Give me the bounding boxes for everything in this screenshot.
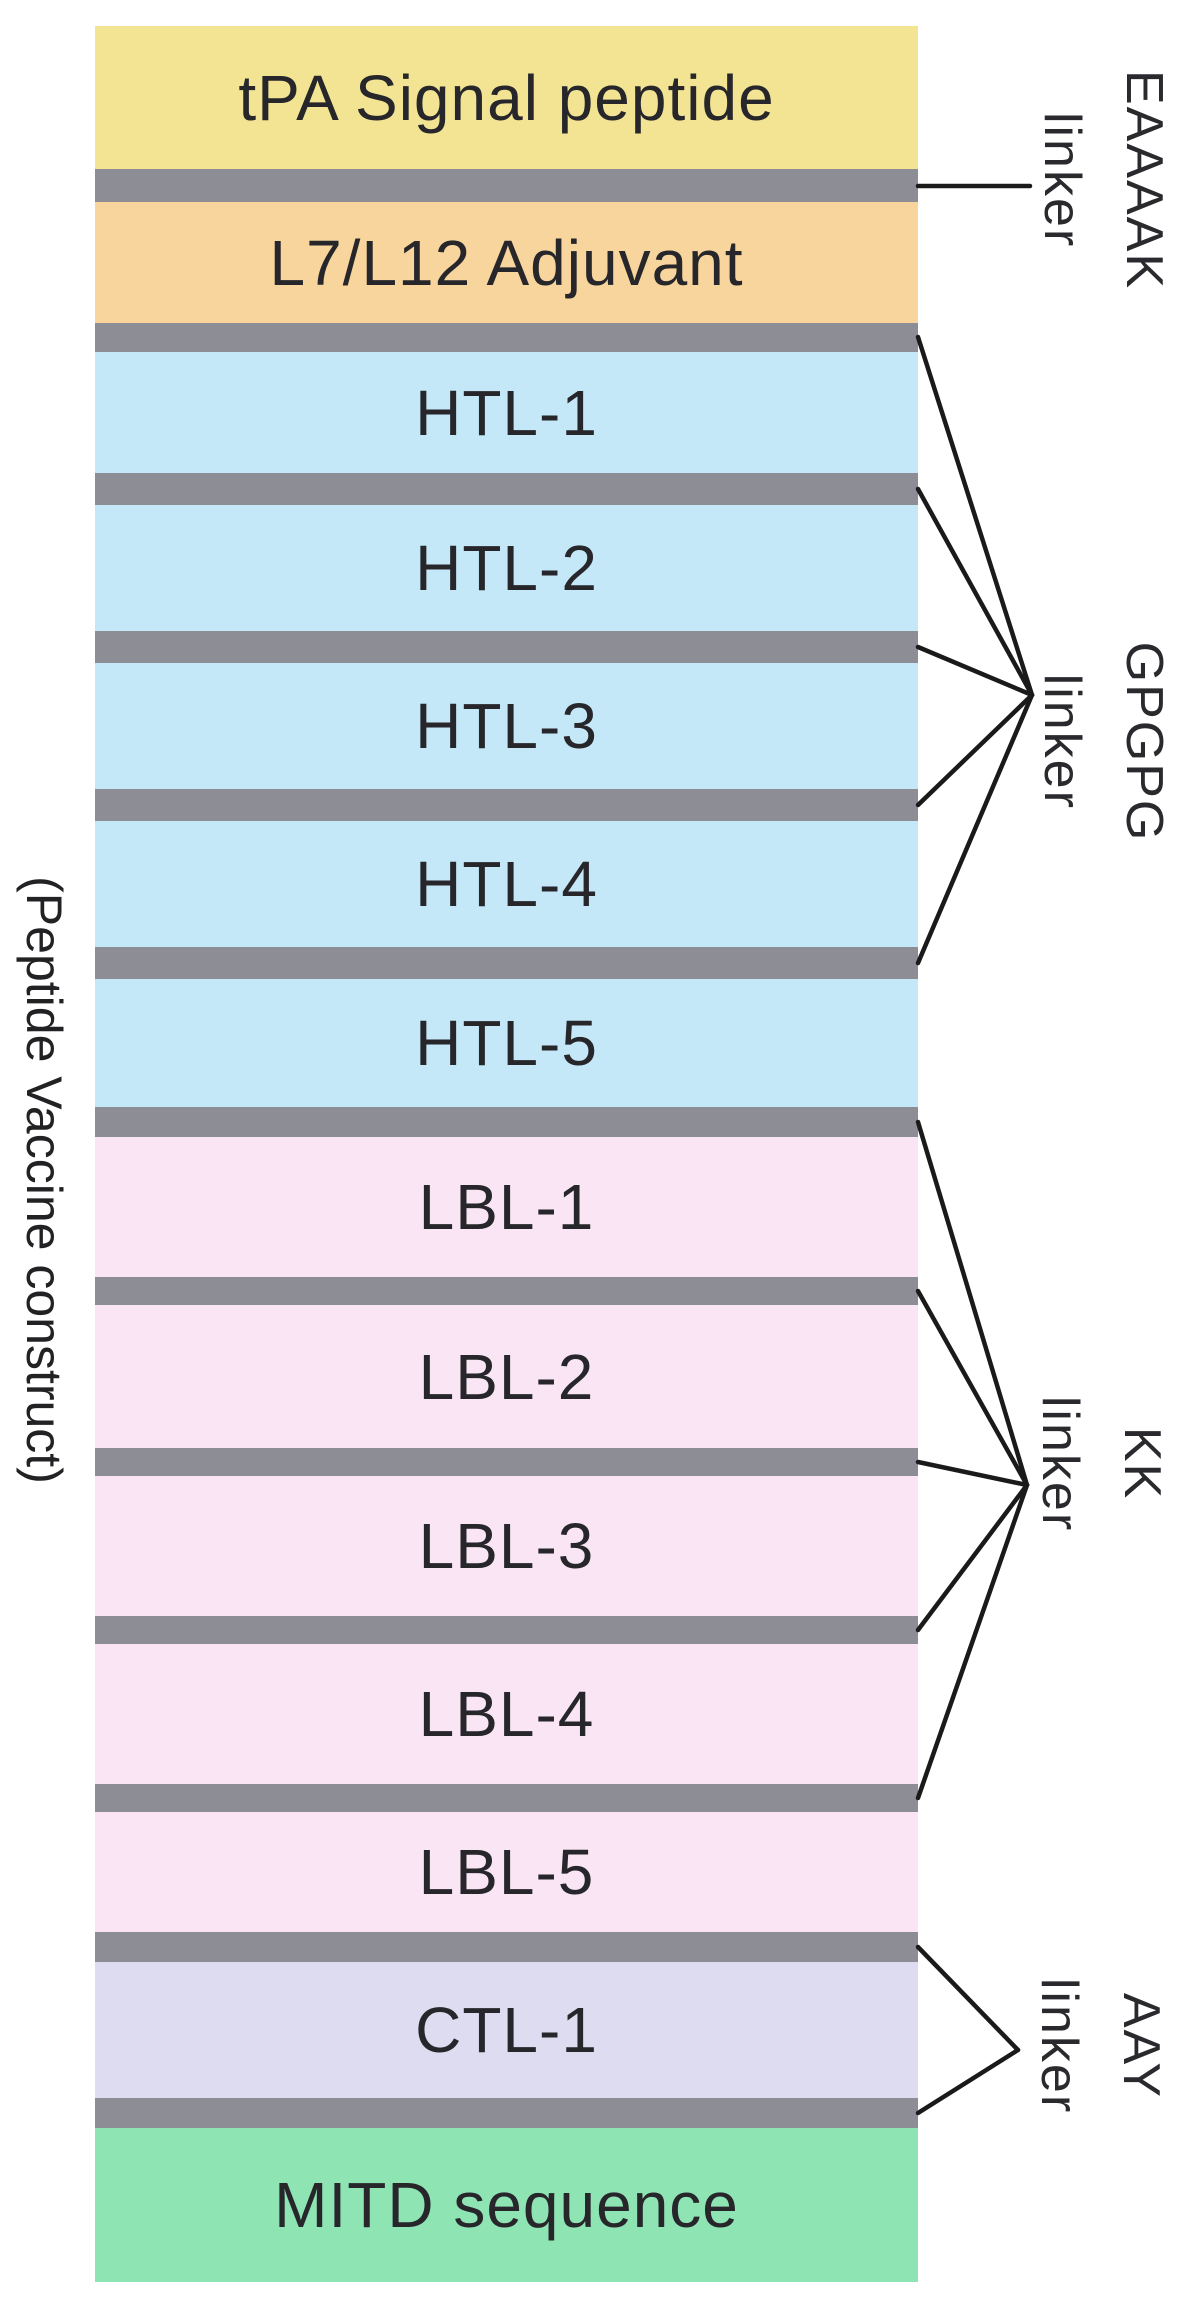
linker-bar-6 [95, 947, 918, 979]
segment-htl-3: HTL-3 [95, 663, 918, 789]
segment-mitd-sequence: MITD sequence [95, 2128, 918, 2282]
gpgpg-linker-lines [915, 334, 1035, 966]
linker-bar-13 [95, 2098, 918, 2128]
linker-bar-3 [95, 473, 918, 505]
segment-label: HTL-3 [415, 690, 598, 762]
segment-label: MITD sequence [274, 2169, 739, 2241]
segment-label: LBL-4 [418, 1678, 595, 1750]
linker-bar-12 [95, 1932, 918, 1962]
segment-label: LBL-5 [418, 1836, 595, 1908]
aay-linker-lines [915, 1944, 1021, 2116]
segment-lbl-5: LBL-5 [95, 1812, 918, 1932]
construct-caption: (Peptide Vaccine construct) [16, 876, 72, 1484]
segment-lbl-2: LBL-2 [95, 1305, 918, 1448]
segment-htl-5: HTL-5 [95, 979, 918, 1107]
segment-label: tPA Signal peptide [238, 61, 775, 134]
segment-l7-l12-adjuvant: L7/L12 Adjuvant [95, 202, 918, 323]
linker-bar-8 [95, 1277, 918, 1305]
segment-label: LBL-1 [418, 1171, 595, 1243]
segment-label: HTL-1 [415, 376, 598, 449]
gpgpg-linker-label: GPGPG linker [1033, 641, 1173, 843]
segment-ctl-1: CTL-1 [95, 1962, 918, 2098]
segment-label: LBL-3 [418, 1510, 595, 1582]
segment-lbl-1: LBL-1 [95, 1137, 918, 1277]
eaaaak-linker-label: EAAAAK linker [1033, 69, 1173, 291]
segment-label: LBL-2 [418, 1340, 595, 1413]
segment-label: CTL-1 [415, 1994, 598, 2066]
segment-htl-4: HTL-4 [95, 821, 918, 947]
segment-tpa-signal-peptide: tPA Signal peptide [95, 26, 918, 169]
segment-lbl-3: LBL-3 [95, 1476, 918, 1616]
kk-linker-label: KK linker [1031, 1395, 1171, 1533]
linker-bar-4 [95, 631, 918, 663]
linker-bar-1 [95, 169, 918, 202]
linker-bar-7 [95, 1107, 918, 1137]
segment-lbl-4: LBL-4 [95, 1644, 918, 1784]
segment-label: L7/L12 Adjuvant [269, 226, 744, 299]
linker-bar-11 [95, 1784, 918, 1812]
segment-htl-2: HTL-2 [95, 505, 918, 631]
segment-htl-1: HTL-1 [95, 352, 918, 473]
linker-bar-5 [95, 789, 918, 821]
segment-label: HTL-5 [415, 1007, 598, 1079]
aay-linker-label: AAY linker [1030, 1977, 1170, 2115]
linker-bar-10 [95, 1616, 918, 1644]
segment-label: HTL-4 [415, 848, 598, 920]
kk-linker-lines [915, 1119, 1030, 1801]
segment-label: HTL-2 [415, 532, 598, 604]
linker-bar-9 [95, 1448, 918, 1476]
linker-bar-2 [95, 323, 918, 352]
